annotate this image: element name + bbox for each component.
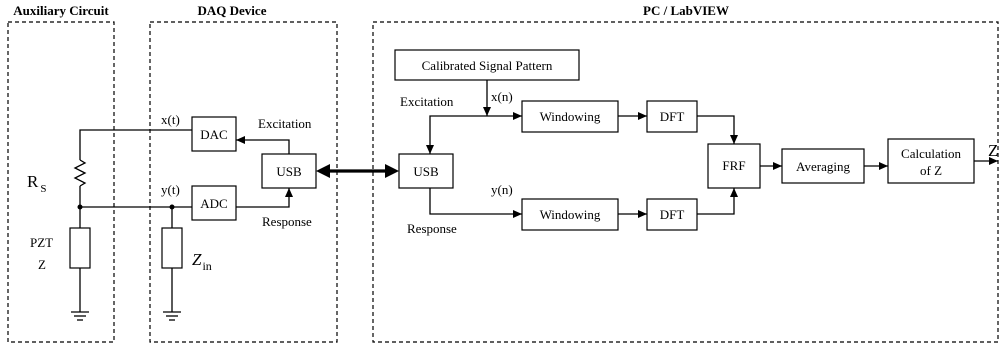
daq-usb-label: USB — [276, 164, 302, 179]
dac-label: DAC — [200, 127, 227, 142]
averaging-block — [781, 148, 865, 184]
usb-link-arrowhead — [316, 164, 330, 178]
windowing-block-top — [521, 100, 619, 133]
pzt-label: PZT — [30, 235, 53, 250]
daq-response-label: Response — [262, 214, 312, 229]
calculation-label-line1: Calculation — [901, 146, 961, 161]
pc-response-label: Response — [407, 221, 457, 236]
auxiliary-circuit-frame — [7, 21, 115, 343]
ground-icon — [71, 311, 89, 321]
pc-labview-frame — [372, 21, 999, 343]
daq-device-frame — [149, 21, 338, 343]
adc-label: ADC — [200, 196, 227, 211]
zin-element — [161, 227, 183, 269]
node-dot — [77, 204, 83, 210]
xn-label: x(n) — [491, 89, 513, 104]
pc-usb-block — [398, 153, 454, 189]
signal-flow-arrows — [426, 80, 998, 218]
dft-block-top — [646, 100, 698, 133]
frf-block — [707, 143, 761, 189]
pc-excitation-label: Excitation — [400, 94, 454, 109]
yn-label: y(n) — [491, 182, 513, 197]
usb-link-arrowhead — [385, 164, 399, 178]
pc-labview-title: PC / LabVIEW — [643, 3, 729, 18]
pc-usb-label: USB — [413, 164, 439, 179]
windowing-top-label: Windowing — [540, 109, 601, 124]
averaging-label: Averaging — [796, 159, 850, 174]
adc-block — [191, 185, 237, 221]
calculation-label-line2: of Z — [920, 163, 942, 178]
dft-top-label: DFT — [660, 109, 685, 124]
output-z-label: Z — [988, 141, 998, 160]
pzt-element — [69, 227, 91, 269]
calibrated-signal-pattern-block — [394, 49, 580, 81]
zin-label: Zin — [192, 250, 212, 273]
pzt-z-label: Z — [38, 257, 46, 272]
calculation-of-z-block — [887, 138, 975, 184]
daq-excitation-label: Excitation — [258, 116, 312, 131]
windowing-bottom-label: Windowing — [540, 207, 601, 222]
dac-block — [191, 116, 237, 152]
excitation-arrow — [236, 136, 290, 154]
daq-device-title: DAQ Device — [198, 3, 267, 18]
auxiliary-circuit-title: Auxiliary Circuit — [13, 3, 109, 18]
ground-icon — [163, 311, 181, 321]
response-arrow — [236, 188, 293, 208]
calibrated-signal-pattern-label: Calibrated Signal Pattern — [422, 58, 553, 73]
auxiliary-circuit-wiring — [73, 129, 192, 312]
xt-label: x(t) — [161, 112, 180, 127]
yt-label: y(t) — [161, 182, 180, 197]
frf-label: FRF — [722, 158, 745, 173]
dft-bottom-label: DFT — [660, 207, 685, 222]
